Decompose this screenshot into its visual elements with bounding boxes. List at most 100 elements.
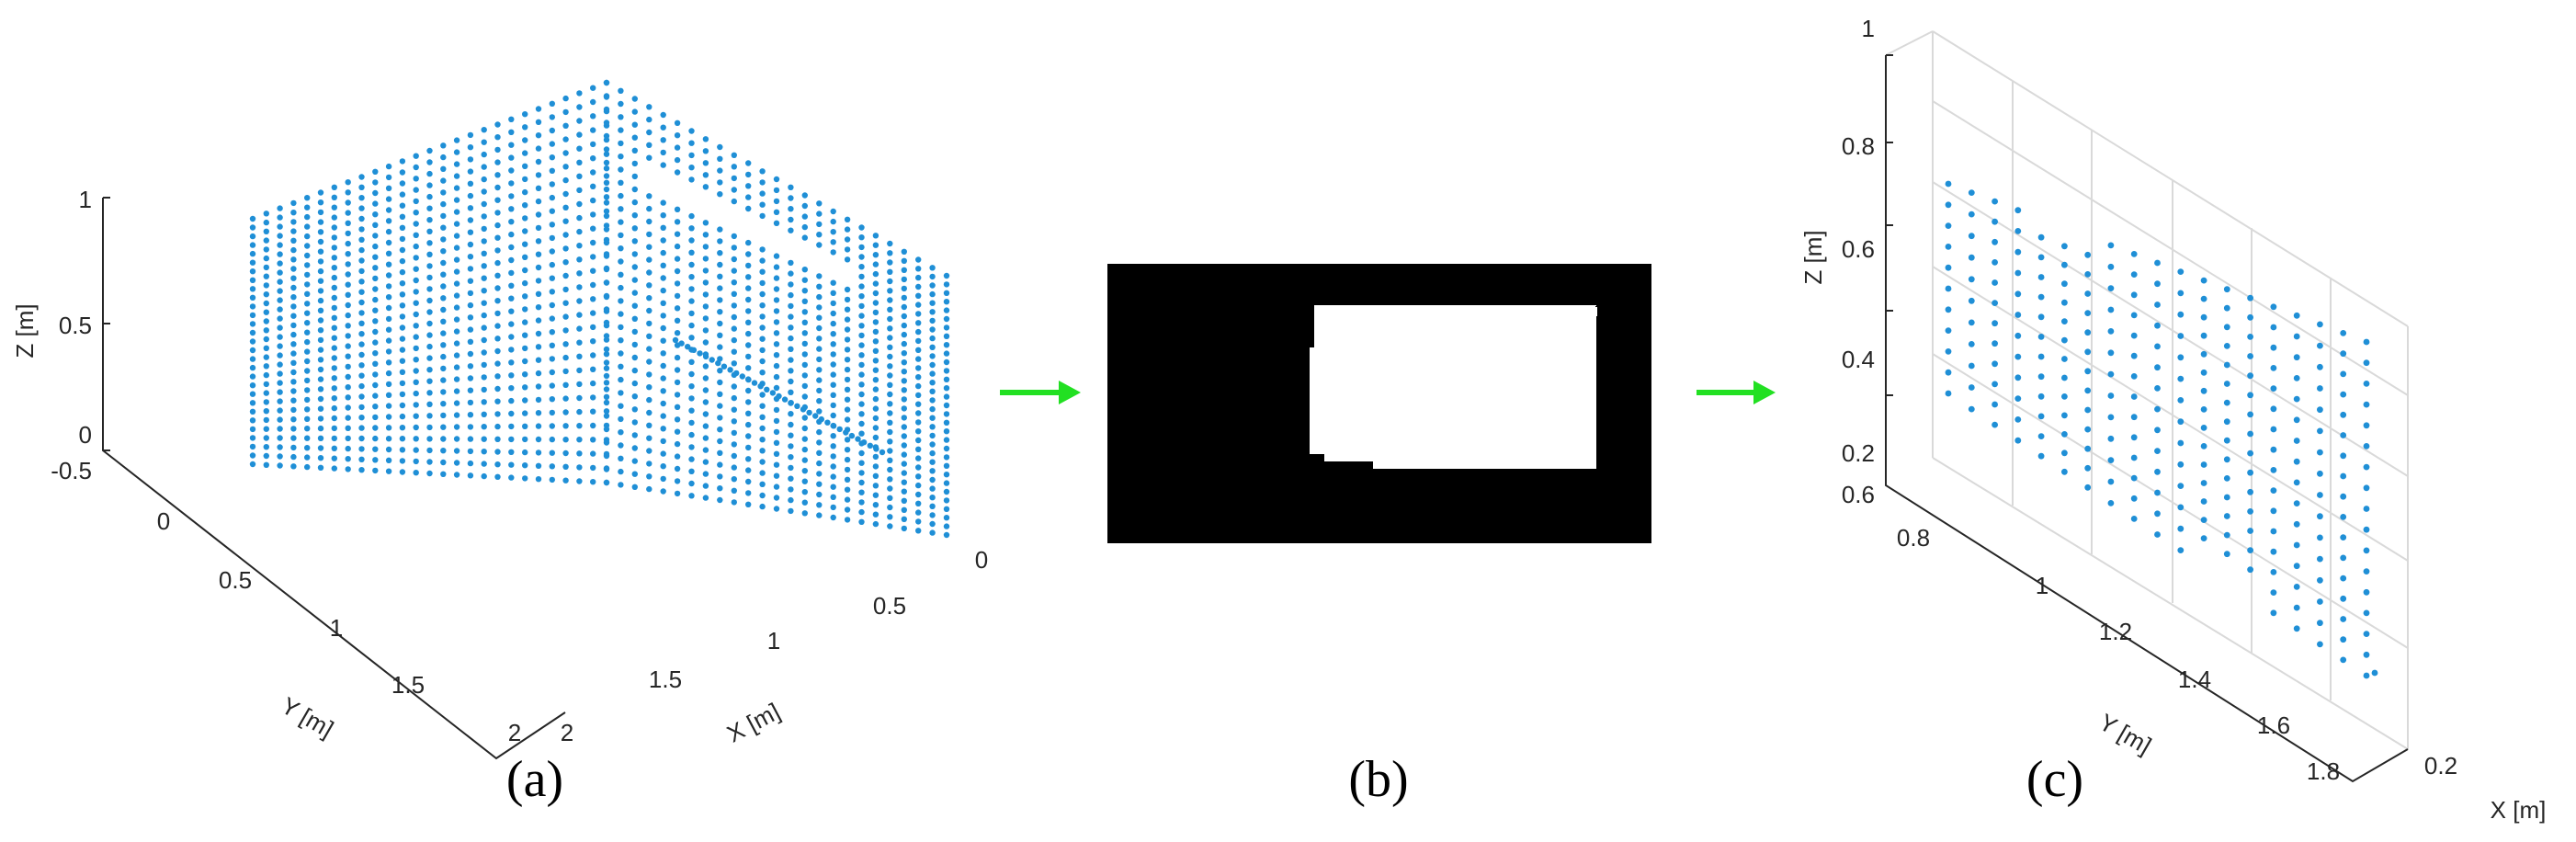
point	[731, 152, 737, 158]
point	[769, 390, 777, 396]
point	[331, 234, 337, 241]
point	[440, 165, 447, 172]
panel-a-y-tick: 2	[508, 719, 521, 746]
point	[2223, 399, 2230, 406]
point	[702, 327, 709, 334]
point	[535, 410, 542, 416]
point	[331, 284, 337, 291]
point	[2107, 435, 2115, 442]
point	[467, 302, 474, 309]
point	[277, 435, 283, 441]
point	[522, 410, 528, 416]
point	[453, 233, 460, 239]
point	[590, 422, 596, 429]
point	[576, 437, 583, 443]
point	[426, 217, 433, 223]
point	[872, 520, 879, 528]
point	[304, 377, 311, 384]
point	[413, 345, 419, 352]
point	[508, 282, 515, 289]
point	[358, 331, 365, 337]
point	[562, 313, 569, 320]
panel-a-z-ticks	[103, 197, 110, 451]
point	[290, 294, 297, 301]
point	[399, 280, 406, 287]
point	[385, 239, 392, 246]
point	[759, 470, 766, 476]
point	[413, 255, 419, 261]
point	[816, 428, 823, 436]
point	[717, 309, 723, 315]
point	[901, 303, 907, 311]
point	[385, 446, 392, 453]
point	[440, 377, 447, 383]
panel-c-z-ticks	[1886, 54, 1893, 396]
point	[358, 246, 365, 254]
point	[304, 213, 311, 221]
point	[915, 337, 922, 345]
point	[508, 219, 515, 225]
point	[358, 446, 365, 452]
point	[453, 304, 460, 311]
point	[372, 446, 379, 452]
point	[901, 479, 907, 485]
point	[812, 413, 819, 419]
point	[887, 476, 893, 483]
point	[717, 191, 723, 198]
point	[631, 121, 638, 128]
point	[576, 284, 583, 290]
point	[304, 301, 311, 307]
point	[399, 268, 406, 276]
point	[453, 149, 460, 155]
point	[2340, 370, 2347, 378]
point	[399, 191, 406, 198]
point	[249, 286, 256, 292]
point	[562, 381, 569, 388]
point	[674, 416, 681, 423]
panel-c-z-tick: 0.2	[1842, 439, 1875, 467]
point	[901, 387, 907, 393]
point	[467, 399, 474, 406]
point	[331, 455, 337, 461]
point	[1992, 279, 1999, 286]
point	[481, 250, 487, 256]
point	[759, 302, 766, 309]
point	[731, 175, 737, 182]
point	[249, 312, 256, 319]
point	[717, 332, 723, 338]
point	[2363, 381, 2370, 387]
point	[2037, 293, 2045, 301]
point	[440, 224, 447, 231]
point	[901, 257, 907, 264]
point	[844, 347, 851, 353]
point	[816, 336, 823, 342]
point	[590, 296, 596, 302]
point	[494, 172, 501, 178]
point	[277, 242, 283, 248]
point	[858, 371, 865, 378]
point	[426, 401, 433, 407]
point	[887, 372, 893, 379]
point	[2270, 528, 2277, 535]
point	[2270, 467, 2277, 473]
point	[277, 306, 283, 313]
point	[2200, 350, 2207, 358]
point	[759, 481, 766, 487]
point	[304, 358, 311, 365]
point	[2084, 445, 2092, 452]
point	[453, 436, 460, 442]
point	[399, 169, 406, 176]
point	[317, 267, 324, 275]
point	[440, 389, 447, 395]
point	[317, 248, 324, 255]
point	[522, 462, 528, 469]
point	[646, 142, 653, 148]
point	[2154, 468, 2161, 475]
point	[481, 449, 487, 455]
point	[901, 248, 907, 255]
point	[788, 389, 794, 395]
point	[494, 436, 501, 442]
point	[345, 456, 351, 462]
point	[399, 380, 406, 387]
point	[426, 378, 433, 384]
